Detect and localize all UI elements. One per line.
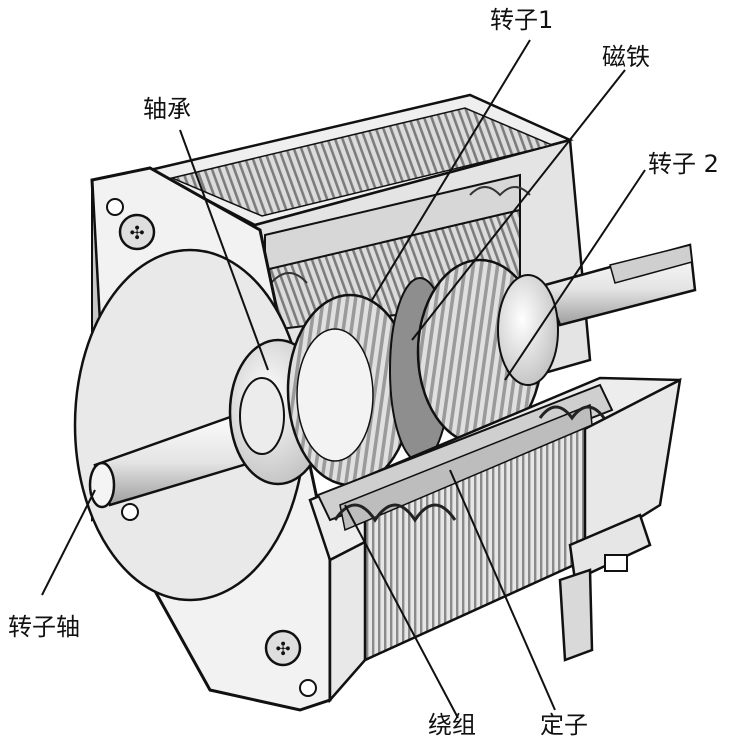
svg-text:✣: ✣ [129,223,144,244]
rotor-2 [416,258,559,446]
leader-rotor-shaft [41,489,96,596]
connector [558,513,652,662]
label-rotor1-text: 转子1 [490,6,554,34]
label-magnet: 磁铁 [602,43,650,71]
label-stator: 定子 [540,711,588,739]
leader-stator [449,469,556,711]
label-rotor-shaft: 转子轴 [8,613,80,641]
label-winding: 绕组 [428,711,476,739]
flange-screw-top [118,213,156,251]
label-bearing: 轴承 [143,95,191,123]
leader-magnet [411,69,626,341]
leader-lines [41,39,646,719]
winding [333,405,606,523]
flange-hole-bottom [299,679,317,697]
flange-hole-left [121,503,139,521]
label-rotor1: 转子1 [490,8,553,32]
leader-bearing [179,129,269,371]
label-rotor2: 转子 2 [648,150,719,178]
flange-screw-bottom [264,629,302,667]
leader-winding [344,504,459,719]
leader-rotor1 [371,39,531,301]
rotor-1 [286,293,414,487]
flange-hole-top [106,198,124,216]
leader-rotor2 [504,169,646,381]
svg-text:✣: ✣ [275,639,290,660]
